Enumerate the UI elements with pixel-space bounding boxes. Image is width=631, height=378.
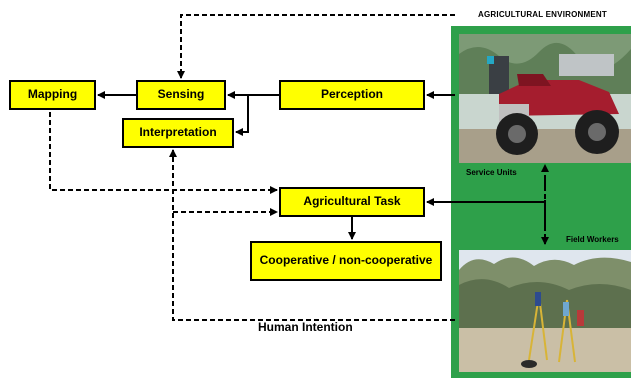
interpretation-box: Interpretation <box>122 118 234 148</box>
perception-box: Perception <box>279 80 425 110</box>
environment-label: AGRICULTURAL ENVIRONMENT <box>478 10 607 19</box>
human-intention-label: Human Intention <box>258 320 353 334</box>
service-units-photo <box>459 34 631 163</box>
field-workers-caption: Field Workers <box>566 235 619 244</box>
cooperative-box: Cooperative / non-cooperative <box>250 241 442 281</box>
field-workers-photo <box>459 250 631 372</box>
agricultural-task-box: Agricultural Task <box>279 187 425 217</box>
mapping-box: Mapping <box>9 80 96 110</box>
sensing-box: Sensing <box>136 80 226 110</box>
service-units-caption: Service Units <box>466 168 517 177</box>
